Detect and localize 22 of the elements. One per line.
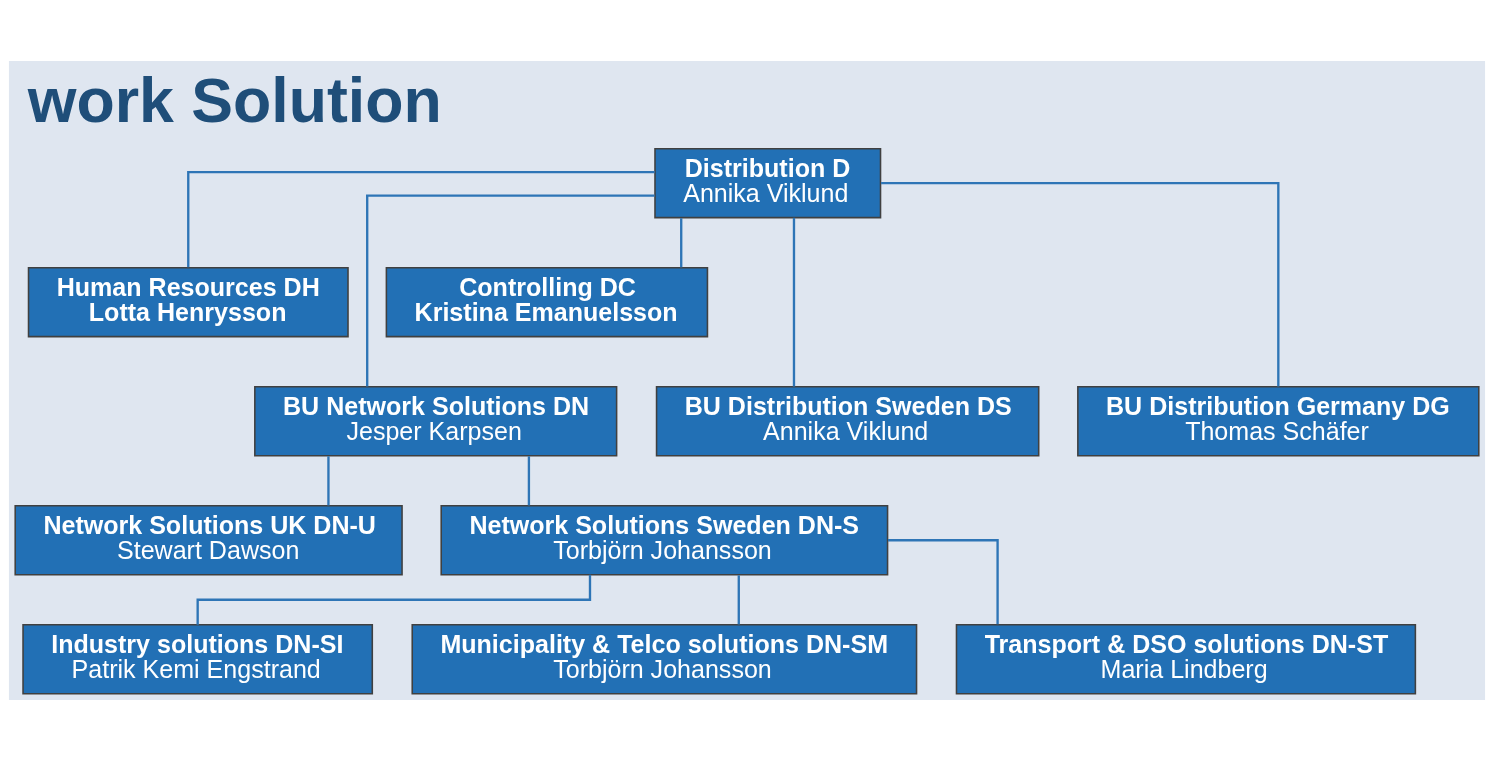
node-box: BU Distribution Germany DG Thomas Schäfer [1077, 385, 1480, 457]
connector [792, 217, 796, 387]
node-box: Network Solutions Sweden DN-S Torbjörn Johansson [440, 505, 889, 576]
node-box: Controlling DC Kristina Emanuelsson [385, 266, 709, 338]
connector [196, 574, 592, 625]
connector [327, 456, 330, 506]
node-box: Human Resources DH Lotta Henrysson [27, 266, 349, 338]
connector [680, 218, 683, 268]
node-box: Industry solutions DN-SI Patrik Kemi Engstrand [22, 624, 374, 695]
connector [888, 539, 999, 625]
connector [881, 182, 1280, 387]
connector [187, 171, 655, 268]
node-box: Distribution D Annika Viklund [654, 147, 882, 219]
node-box: Transport & DSO solutions DN-ST Maria Lindberg [955, 624, 1417, 695]
node-box: BU Network Solutions DN Jesper Karpsen [254, 385, 618, 457]
node-box: Network Solutions UK DN-U Stewart Dawson [14, 505, 403, 576]
connector [366, 194, 655, 387]
diagram-title: work Solution [27, 65, 442, 136]
connector [737, 575, 740, 625]
node-box: Municipality & Telco solutions DN-SM Torbjörn Johansson [411, 624, 918, 695]
node-box: BU Distribution Sweden DS Annika Viklund [655, 385, 1040, 457]
connector [527, 456, 531, 506]
